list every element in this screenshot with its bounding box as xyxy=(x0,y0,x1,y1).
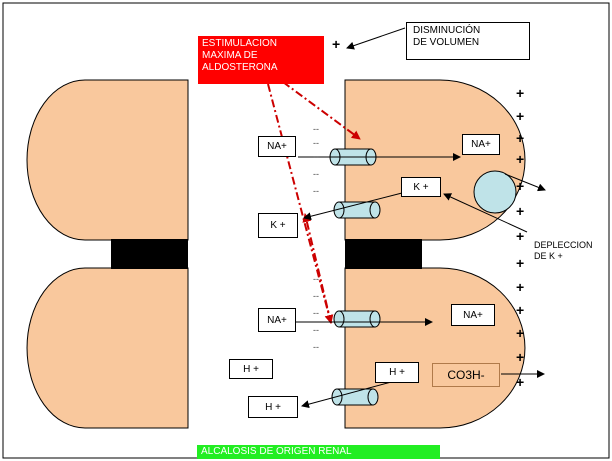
minus-sign: -- xyxy=(313,125,319,134)
plus-sign: + xyxy=(516,109,524,123)
plus-sign: + xyxy=(516,152,524,166)
volume-arrow xyxy=(347,28,405,48)
volume-decrease-box: DISMINUCIÓN DE VOLUMEN xyxy=(406,22,530,60)
plus-sign: + xyxy=(516,350,524,364)
na-label-bottom-left: NA+ xyxy=(258,308,296,332)
plus-near-aldosterone: + xyxy=(332,37,340,51)
h-label-left-1: H + xyxy=(229,359,273,379)
minus-sign: -- xyxy=(313,170,319,179)
minus-sign: -- xyxy=(313,326,319,335)
aldosterone-arrow-k xyxy=(305,214,331,323)
plus-sign: + xyxy=(516,375,524,389)
potassium-depletion-label: DEPLECCION DE K + xyxy=(530,238,602,268)
k-label-left: K + xyxy=(258,213,298,238)
na-label-top-left: NA+ xyxy=(258,136,296,157)
plus-sign: + xyxy=(516,303,524,317)
k-label-top-right: K + xyxy=(401,177,441,197)
plus-sign: + xyxy=(516,229,524,243)
h-label-left-2: H + xyxy=(248,396,298,418)
minus-sign: -- xyxy=(313,275,319,284)
plus-sign: + xyxy=(516,256,524,270)
plus-sign: + xyxy=(516,179,524,193)
minus-sign: -- xyxy=(313,187,319,196)
plus-sign: + xyxy=(516,86,524,100)
renal-alkalosis-title: ALCALOSIS DE ORIGEN RENAL xyxy=(197,445,440,459)
plus-sign: + xyxy=(516,131,524,145)
bicarbonate-label: CO3H- xyxy=(432,363,500,387)
na-label-top-right: NA+ xyxy=(462,134,500,155)
right-tight-junction xyxy=(345,239,422,269)
plus-sign: + xyxy=(516,204,524,218)
na-channel-lower xyxy=(334,311,380,327)
minus-sign: -- xyxy=(313,292,319,301)
aldosterone-stimulation-box: ESTIMULACION MAXIMA DE ALDOSTERONA xyxy=(198,36,324,84)
na-label-bottom-right: NA+ xyxy=(451,304,495,326)
minus-sign: -- xyxy=(313,153,319,162)
minus-sign: -- xyxy=(313,139,319,148)
na-k-pump xyxy=(474,171,516,213)
plus-sign: + xyxy=(516,326,524,340)
minus-sign: -- xyxy=(313,309,319,318)
left-lower-cell xyxy=(27,268,188,428)
left-upper-cell xyxy=(27,80,188,240)
left-tight-junction xyxy=(111,239,188,269)
minus-sign: -- xyxy=(313,343,319,352)
h-label-right: H + xyxy=(375,362,419,383)
plus-sign: + xyxy=(516,280,524,294)
